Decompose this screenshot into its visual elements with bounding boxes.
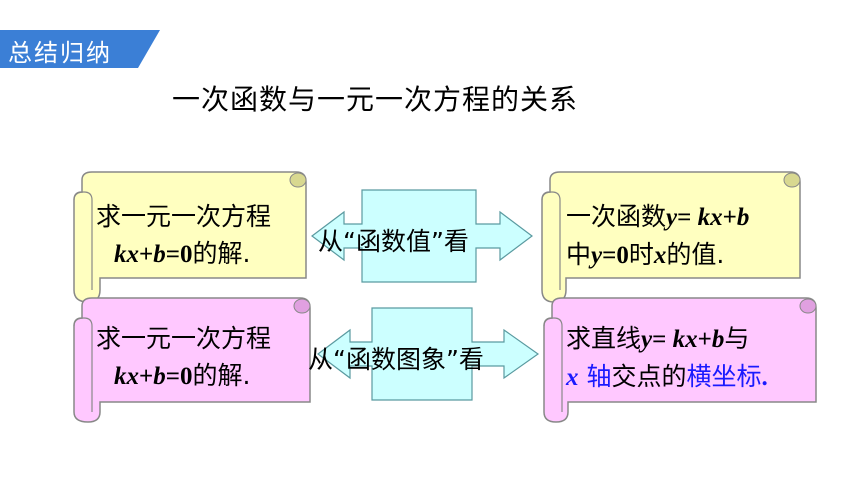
row1-arrow-label: 从“函数值”看 — [318, 227, 469, 256]
math-eq0: =0 — [165, 363, 193, 390]
page-title: 一次函数与一元一次方程的关系 — [172, 83, 579, 116]
text-solution: 的解. — [192, 361, 251, 390]
text-intersection: 交点的 — [611, 362, 687, 391]
row1-right-text: 一次函数y= kx+b 中y=0时x的值. — [566, 198, 749, 274]
row1-right-line1: 一次函数y= kx+b — [566, 198, 749, 236]
row2-right-text: 求直线y= kx+b与 x 轴交点的横坐标. — [566, 320, 768, 396]
math-x: x — [653, 242, 667, 269]
text-value: 的值. — [666, 240, 725, 269]
math-eq0: =0 — [165, 241, 193, 268]
arrow-row1 — [311, 189, 533, 283]
row2-arrow-label: 从“函数图象”看 — [308, 345, 484, 374]
math-plus: + — [722, 204, 737, 231]
text-period: . — [761, 364, 768, 391]
scroll-row2-right — [543, 297, 817, 423]
math-eq: = — [652, 326, 673, 353]
arrow-row2 — [317, 307, 540, 401]
math-plus: + — [697, 326, 712, 353]
math-y: y — [666, 204, 678, 231]
row2-left-line2: kx+b=0的解. — [96, 357, 271, 395]
math-b: b — [153, 363, 166, 390]
math-plus: + — [139, 363, 154, 390]
math-plus: + — [139, 241, 154, 268]
text-in: 中 — [566, 240, 592, 269]
row2-left-text: 求一元一次方程 kx+b=0的解. — [96, 320, 271, 395]
math-eq0: =0 — [602, 242, 629, 269]
math-kx: kx — [114, 241, 139, 268]
row2-right-line2: x 轴交点的横坐标. — [566, 358, 768, 396]
scroll-row1-left — [73, 171, 307, 303]
scroll-row2-left — [73, 297, 311, 423]
row1-left-line1: 求一元一次方程 — [96, 202, 272, 231]
row1-left-line2: kx+b=0的解. — [96, 235, 271, 273]
math-kx: kx — [697, 204, 723, 231]
text-find-line: 求直线 — [566, 324, 642, 353]
badge-label: 总结归纳 — [8, 39, 112, 67]
row2-right-line1: 求直线y= kx+b与 — [566, 320, 768, 358]
math-y: y — [591, 242, 603, 269]
math-y: y — [641, 326, 653, 353]
text-and: 与 — [724, 324, 750, 353]
math-kx: kx — [114, 363, 139, 390]
math-eq: = — [677, 204, 698, 231]
text-axis: 轴 — [578, 362, 612, 391]
text-solution: 的解. — [192, 239, 251, 268]
text-linear-function: 一次函数 — [566, 202, 667, 231]
math-b: b — [711, 326, 725, 353]
math-b: b — [736, 204, 750, 231]
math-kx: kx — [672, 326, 698, 353]
math-x-blue: x — [566, 364, 579, 391]
row2-left-line1: 求一元一次方程 — [96, 324, 272, 353]
scroll-row1-right — [541, 171, 801, 303]
row1-right-line2: 中y=0时x的值. — [566, 236, 749, 274]
text-when: 时 — [628, 240, 654, 269]
math-b: b — [153, 241, 166, 268]
badge-background — [0, 30, 160, 68]
section-badge: 总结归纳 — [0, 30, 160, 68]
text-abscissa: 横坐标 — [686, 362, 762, 391]
row1-left-text: 求一元一次方程 kx+b=0的解. — [96, 198, 271, 273]
